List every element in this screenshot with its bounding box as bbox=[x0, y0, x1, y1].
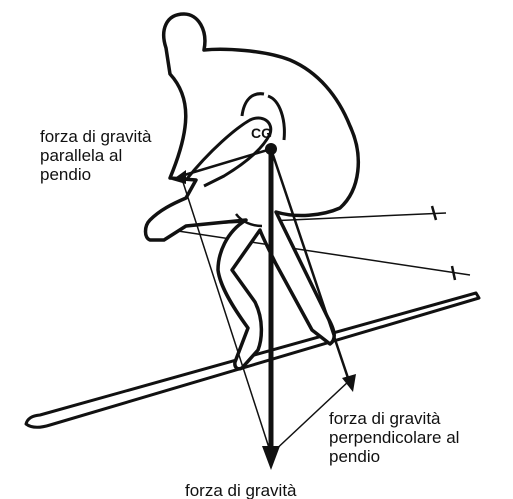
label-line: pendio bbox=[40, 165, 152, 184]
ski-pole-lower bbox=[158, 228, 470, 280]
label-line: pendio bbox=[329, 447, 459, 466]
label-perpendicular-force: forza di gravità perpendicolare al pendi… bbox=[329, 409, 459, 466]
label-gravity-force: forza di gravità bbox=[185, 481, 297, 499]
label-line: forza di gravità bbox=[329, 409, 459, 428]
label-line: perpendicolare al bbox=[329, 428, 459, 447]
center-of-gravity-mark: CG bbox=[251, 125, 272, 141]
label-parallel-force: forza di gravità parallela al pendio bbox=[40, 127, 152, 184]
label-line: parallela al bbox=[40, 146, 152, 165]
label-line: forza di gravità bbox=[40, 127, 152, 146]
